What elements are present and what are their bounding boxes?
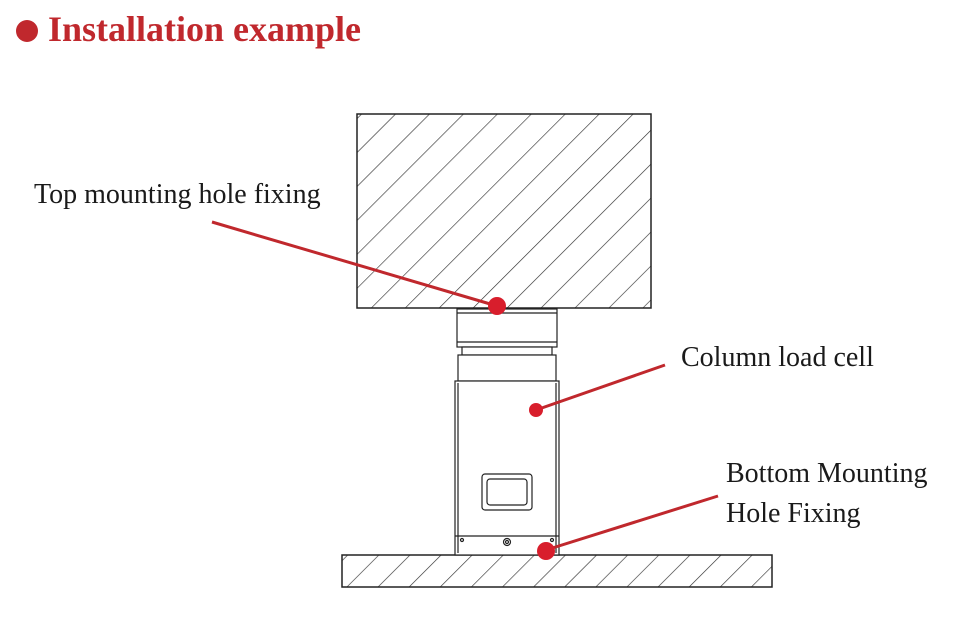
- bottom-base-plate: [341, 554, 773, 588]
- leader-line-column: [535, 363, 666, 412]
- leader-line-top: [211, 220, 498, 308]
- marker-column: [529, 403, 543, 417]
- marker-bottom: [537, 542, 555, 560]
- heading-title: Installation example: [48, 9, 362, 49]
- label-top-mounting: Top mounting hole fixing: [34, 179, 321, 210]
- column-load-cell: [454, 308, 560, 556]
- marker-top: [488, 297, 506, 315]
- leader-line-bottom: [545, 494, 719, 552]
- label-bottom-line1: Bottom Mounting: [726, 458, 928, 489]
- section-heading: Installation example: [16, 8, 361, 50]
- bullet-icon: [16, 20, 38, 42]
- top-fixture-block: [356, 113, 652, 309]
- label-bottom-line2: Hole Fixing: [726, 498, 861, 529]
- label-column-load-cell: Column load cell: [681, 342, 874, 373]
